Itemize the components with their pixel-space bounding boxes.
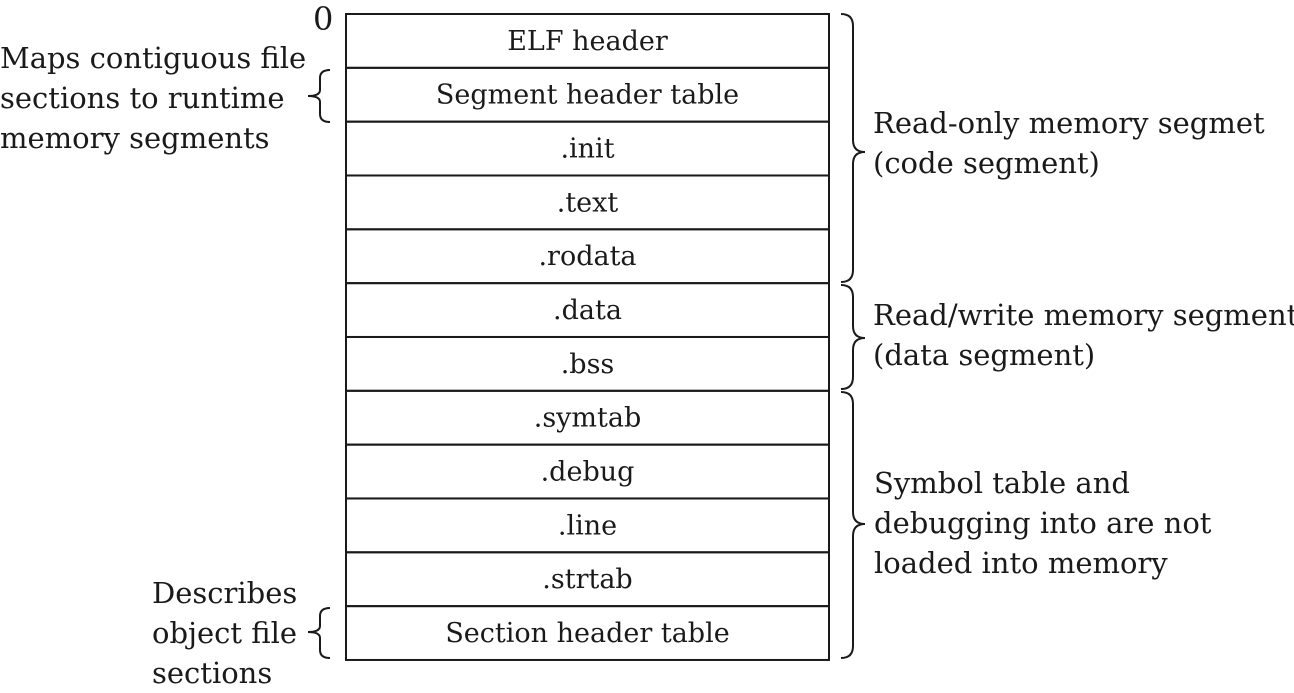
brace-section-table	[307, 607, 331, 659]
brace-segment-table	[307, 69, 331, 123]
section-label: .symtab	[534, 403, 642, 434]
note-line: Maps contiguous file	[0, 41, 307, 75]
section-label: ELF header	[507, 26, 668, 57]
readonly-note: Read-only memory segmet (code segment)	[873, 103, 1265, 183]
section-label: .text	[557, 187, 619, 218]
note-line: loaded into memory	[874, 546, 1168, 580]
note-line: Symbol table and	[874, 466, 1130, 500]
note-line: (data segment)	[873, 338, 1096, 372]
section-label: .init	[560, 134, 614, 165]
readwrite-note: Read/write memory segment (data segment)	[873, 295, 1294, 375]
note-line: Read-only memory segmet	[873, 106, 1265, 140]
section-label: .data	[553, 295, 622, 326]
brace-notloaded	[840, 391, 866, 659]
section-table-note: Describes object file sections	[152, 573, 297, 693]
brace-readonly	[840, 13, 866, 283]
segment-table-note: Maps contiguous file sections to runtime…	[0, 38, 306, 158]
note-line: Describes	[152, 576, 298, 610]
origin-label: 0	[313, 0, 334, 38]
section-label: Segment header table	[436, 80, 739, 111]
section-label: .strtab	[542, 564, 632, 595]
note-line: (code segment)	[873, 146, 1100, 180]
section-label: .bss	[561, 349, 615, 380]
braces	[307, 13, 866, 659]
brace-readwrite	[840, 284, 866, 390]
note-line: sections	[152, 656, 273, 690]
section-label: .line	[558, 510, 617, 541]
section-label: Section header table	[445, 618, 729, 649]
note-line: debugging into are not	[874, 506, 1212, 540]
notloaded-note: Symbol table and debugging into are not …	[874, 463, 1211, 583]
section-row	[345, 605, 830, 661]
note-line: object file	[152, 616, 298, 650]
note-line: memory segments	[0, 121, 270, 155]
note-line: Read/write memory segment	[873, 298, 1294, 332]
section-label: .debug	[541, 457, 635, 488]
section-label: .rodata	[538, 241, 636, 272]
note-line: sections to runtime	[0, 81, 285, 115]
